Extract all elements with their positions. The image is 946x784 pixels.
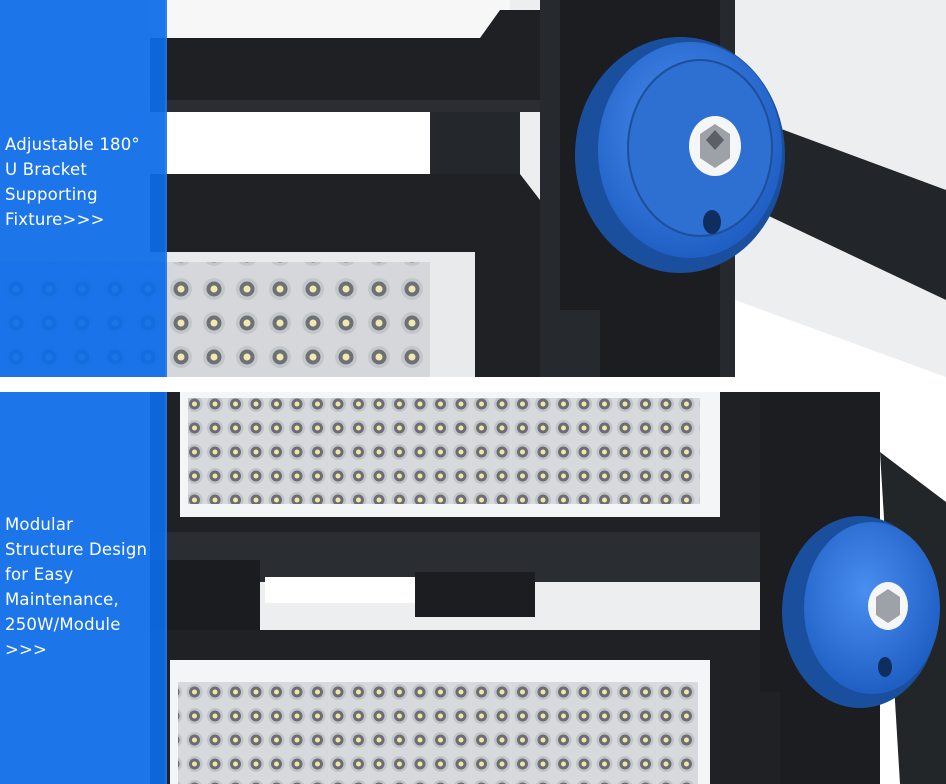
modular-product-render: [0, 392, 946, 784]
modular-caption: Modular Structure Design for Easy Mainte…: [5, 515, 148, 659]
bracket-feature-panel: Adjustable 180° U Bracket Supporting Fix…: [0, 0, 946, 377]
panel-divider: [0, 377, 946, 392]
bracket-product-render: [0, 0, 946, 377]
caption-overlay-2: [0, 392, 167, 784]
caption-overlay: [0, 0, 167, 377]
bracket-caption: Adjustable 180° U Bracket Supporting Fix…: [5, 135, 140, 229]
modular-feature-panel: Modular Structure Design for Easy Mainte…: [0, 392, 946, 784]
